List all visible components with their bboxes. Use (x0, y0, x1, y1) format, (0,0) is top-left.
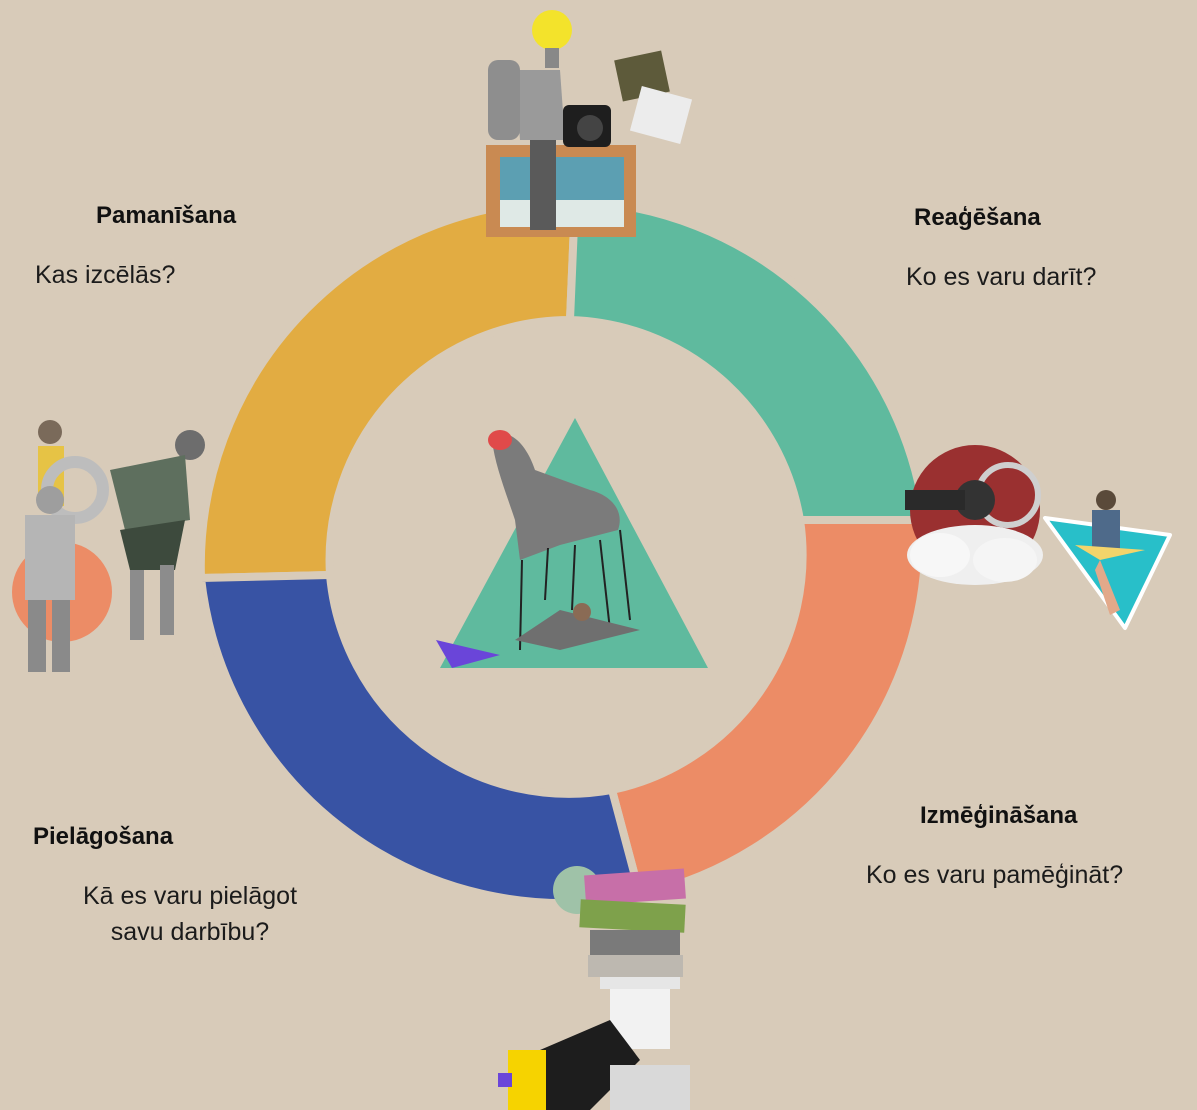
stage-title-noticing: Pamanīšana (96, 202, 237, 229)
stage-question-adapting-line1: Kā es varu pielāgot (82, 882, 298, 910)
stage-question-reacting: Ko es varu darīt? (906, 263, 1097, 291)
segment-noticing (196, 196, 579, 582)
segment-reacting (566, 197, 929, 524)
family-collage-icon (12, 420, 205, 672)
stage-title-trying: Izmēģināšana (920, 802, 1078, 829)
traveler-collage-icon (486, 10, 693, 237)
stage-question-adapting: Kā es varu pielāgot savu darbību? (50, 878, 330, 950)
paper-plane-collage-icon (1043, 490, 1172, 630)
stage-question-adapting-line2: savu darbību? (110, 918, 270, 946)
books-hand-collage-icon (498, 866, 690, 1110)
stage-question-trying: Ko es varu pamēģināt? (866, 861, 1124, 889)
clouds-clock-collage-icon (905, 445, 1043, 585)
puppet-hand-icon (436, 418, 708, 668)
stage-question-noticing: Kas izcēlās? (35, 261, 176, 289)
stage-title-reacting: Reaģēšana (914, 204, 1041, 231)
stage-title-adapting: Pielāgošana (33, 823, 174, 850)
